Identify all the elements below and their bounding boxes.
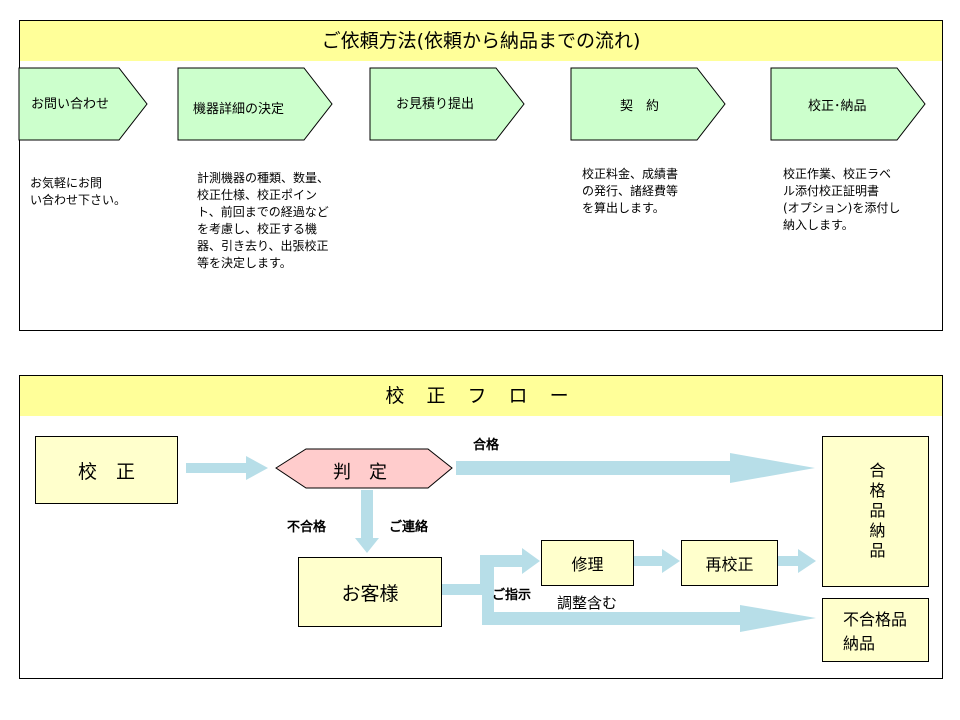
step-description-details: 計測機器の種類、数量、 校正仕様、校正ポイン ト、前回までの経過など を考慮し、… bbox=[197, 171, 330, 270]
pass-label: 合格 bbox=[473, 438, 500, 453]
step-label-inquiry: お問い合わせ bbox=[31, 97, 110, 112]
pass-product-box: 合格品納品 bbox=[822, 436, 929, 587]
recalibration-box: 再校正 bbox=[681, 540, 778, 586]
customer-box: お客様 bbox=[298, 557, 442, 627]
fail-product-box: 不合格品 納品 bbox=[822, 598, 929, 662]
judgment-diamond bbox=[275, 448, 453, 489]
step-description-delivery: 校正作業、校正ラベ ル添付校正証明書 (オプション)を添付し 納入します。 bbox=[783, 167, 901, 232]
fail-product-label-line1: 不合格品 bbox=[843, 610, 908, 629]
arrow-repair-to-recalibration bbox=[634, 549, 680, 573]
step-description-contract: 校正料金、成績書 の発行、諸経費等 を算出します。 bbox=[582, 167, 679, 215]
step-chevron-quote bbox=[369, 67, 525, 141]
arrow-customer-branch bbox=[442, 548, 816, 632]
fail-label: 不合格 bbox=[287, 520, 327, 535]
calibration-box: 校 正 bbox=[35, 436, 178, 504]
repair-box: 修理 bbox=[541, 540, 634, 586]
arrow-calibration-to-judgment bbox=[186, 456, 268, 480]
step-chevron-details bbox=[177, 67, 333, 141]
arrow-judgment-to-customer bbox=[355, 490, 379, 553]
process-panel-title: ご依頼方法(依頼から納品までの流れ) bbox=[20, 21, 942, 61]
step-chevron-inquiry bbox=[18, 67, 148, 141]
step-description-inquiry: お気軽にお問 い合わせ下さい。 bbox=[30, 176, 127, 207]
fail-product-label-line2: 納品 bbox=[843, 634, 876, 653]
step-label-details: 機器詳細の決定 bbox=[193, 102, 285, 117]
arrow-recalibration-to-pass bbox=[778, 549, 816, 573]
repair-box-label: 修理 bbox=[571, 555, 604, 574]
judgment-label: 判 定 bbox=[333, 462, 387, 483]
adjustment-label: 調整含む bbox=[557, 594, 618, 612]
calibration-box-label: 校 正 bbox=[77, 460, 135, 483]
contact-label: ご連絡 bbox=[389, 520, 429, 535]
step-label-contract: 契 約 bbox=[620, 99, 660, 114]
calibration-flow-title: 校 正 フ ロ ー bbox=[20, 376, 942, 416]
step-label-delivery: 校正･納品 bbox=[808, 99, 867, 114]
customer-box-label: お客様 bbox=[341, 582, 399, 605]
arrow-judgment-to-pass bbox=[456, 453, 815, 483]
instruction-label: ご指示 bbox=[492, 588, 532, 603]
recalibration-box-label: 再校正 bbox=[705, 555, 754, 574]
step-label-quote: お見積り提出 bbox=[396, 97, 475, 112]
step-chevron-delivery bbox=[770, 67, 926, 141]
step-chevron-contract bbox=[570, 67, 726, 141]
pass-product-label: 合格品納品 bbox=[866, 461, 886, 562]
calibration-flow-panel: 校 正 フ ロ ー bbox=[19, 375, 943, 679]
